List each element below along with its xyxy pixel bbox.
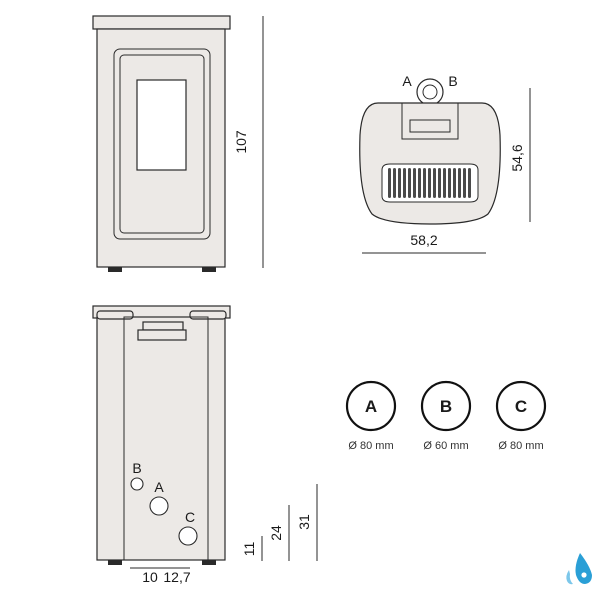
grille-slat xyxy=(428,168,431,198)
rear-pad-left xyxy=(96,310,134,320)
legend-diameter-c: Ø 80 mm xyxy=(498,440,543,452)
grille-slat xyxy=(443,168,446,198)
front-foot-right xyxy=(202,267,216,272)
grille-slat xyxy=(438,168,441,198)
port-legend: A Ø 80 mm B Ø 60 mm C Ø 80 mm xyxy=(345,380,547,452)
rear-port-c-label: C xyxy=(185,509,195,525)
rear-body xyxy=(96,316,226,561)
height-dimension-label: 107 xyxy=(233,130,249,154)
flue-outlet-inner xyxy=(422,84,438,100)
front-foot-left xyxy=(108,267,122,272)
legend-letter-b: B xyxy=(440,397,452,416)
grille-slat xyxy=(423,168,426,198)
rear-port-a-label: A xyxy=(154,479,164,495)
legend-letter-c: C xyxy=(515,397,527,416)
horizontal-dimension-2: 12,7 xyxy=(163,569,190,585)
rear-vent-bottom xyxy=(137,329,187,341)
legend-item-a: A Ø 80 mm xyxy=(345,380,397,452)
rear-foot-right xyxy=(202,560,216,565)
grille-slat xyxy=(418,168,421,198)
grille-slat xyxy=(433,168,436,198)
legend-circle-b xyxy=(420,380,472,432)
grille-slat xyxy=(393,168,396,198)
grille-slat xyxy=(458,168,461,198)
legend-circle-c xyxy=(495,380,547,432)
front-view: 107 xyxy=(92,15,264,272)
rear-port-a xyxy=(149,496,169,516)
grille-slat xyxy=(408,168,411,198)
door-frame xyxy=(113,48,211,240)
rear-collar xyxy=(401,102,459,140)
water-drop-icon xyxy=(566,553,592,585)
grille-slats xyxy=(388,168,471,198)
grille-slat xyxy=(403,168,406,198)
rear-view: B A C 10 12,7 11 24 31 xyxy=(92,305,318,585)
front-top-plate xyxy=(92,15,231,30)
rear-port-b xyxy=(130,477,144,491)
width-dimension-label: 58,2 xyxy=(410,232,437,248)
top-view: A B 58,2 54,6 xyxy=(359,73,531,254)
grille-slat xyxy=(463,168,466,198)
vertical-dimension-1: 11 xyxy=(241,542,257,557)
grille-slat xyxy=(468,168,471,198)
rear-port-c xyxy=(178,526,198,546)
legend-diameter-b: Ø 60 mm xyxy=(423,440,468,452)
grille-slat xyxy=(413,168,416,198)
door-glass xyxy=(136,79,187,171)
grille-slat xyxy=(453,168,456,198)
legend-item-b: B Ø 60 mm xyxy=(420,380,472,452)
rear-vent-top xyxy=(142,321,184,331)
vertical-dimension-2: 24 xyxy=(268,525,284,541)
grille-slat xyxy=(388,168,391,198)
horizontal-dimension-1: 10 xyxy=(142,569,158,585)
grille-slat xyxy=(448,168,451,198)
rear-foot-left xyxy=(108,560,122,565)
vertical-dimension-3: 31 xyxy=(296,514,312,530)
rear-port-b-label: B xyxy=(132,460,141,476)
rear-recess xyxy=(123,316,209,561)
rear-collar-slot xyxy=(409,119,451,133)
legend-diameter-a: Ø 80 mm xyxy=(348,440,393,452)
grille-slat xyxy=(398,168,401,198)
legend-letter-a: A xyxy=(365,397,377,416)
top-port-b-label: B xyxy=(448,73,457,89)
legend-circle-a xyxy=(345,380,397,432)
top-port-a-label: A xyxy=(402,73,412,89)
door-inner-frame xyxy=(119,54,205,234)
depth-dimension-label: 54,6 xyxy=(509,144,525,171)
legend-item-c: C Ø 80 mm xyxy=(495,380,547,452)
